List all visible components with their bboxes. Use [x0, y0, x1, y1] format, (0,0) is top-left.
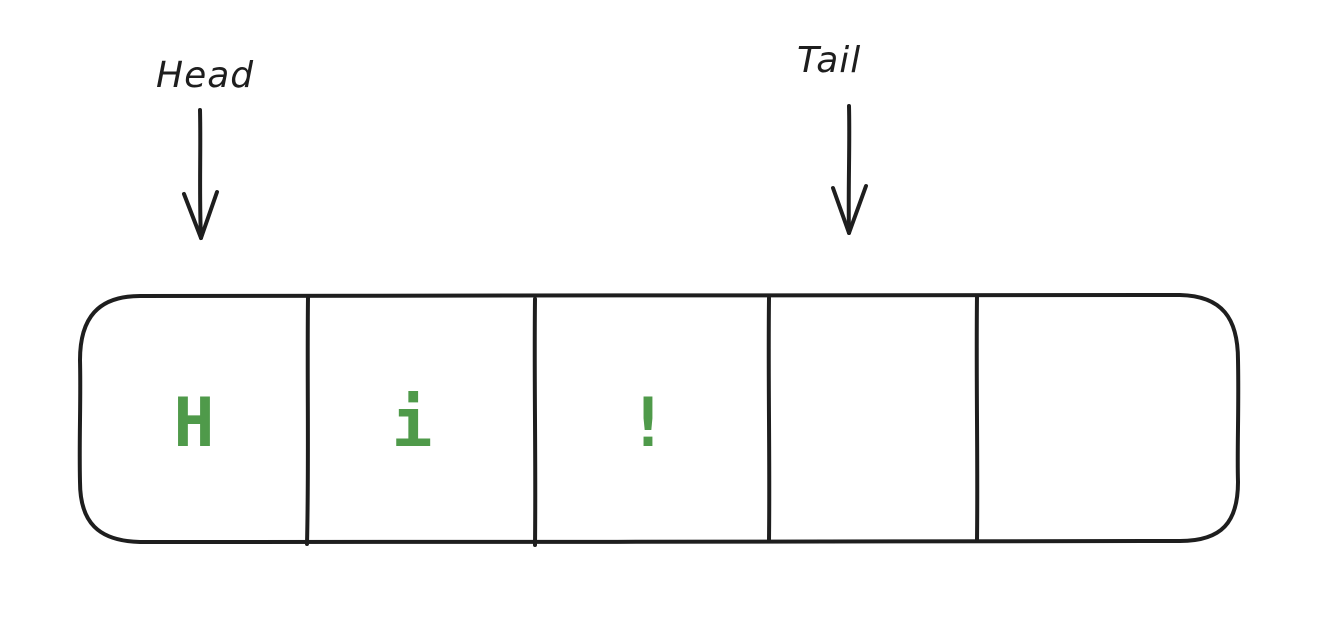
tail-label: Tail: [797, 40, 862, 81]
head-label: Head: [156, 55, 255, 96]
buffer-cell-2-value: !: [627, 384, 669, 463]
head-arrow: [182, 108, 219, 240]
cell-divider: [305, 295, 310, 546]
buffer-cell-0-value: H: [173, 384, 215, 463]
buffer-outline: [77, 293, 1241, 544]
cell-divider: [532, 297, 538, 547]
tail-arrow: [831, 104, 868, 235]
buffer-cell-1-value: i: [391, 384, 433, 463]
cell-divider: [766, 296, 772, 542]
cell-divider: [974, 294, 980, 542]
